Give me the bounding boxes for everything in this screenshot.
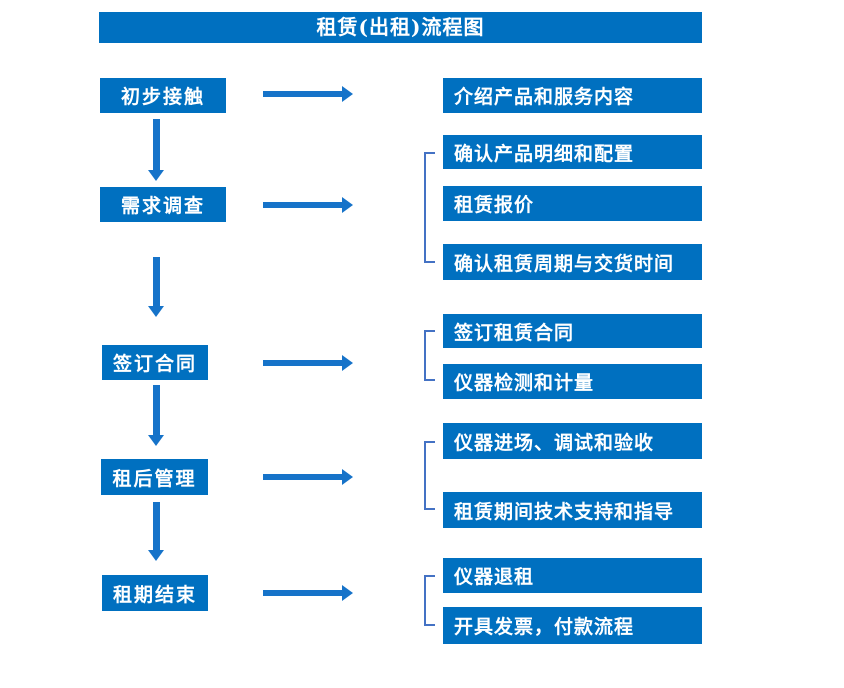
arrow-head (148, 435, 164, 446)
arrow-shaft (263, 590, 342, 596)
arrow-head (342, 469, 353, 485)
down-arrow-icon (148, 119, 165, 181)
detail-rental-tech-support-guidance: 租赁期间技术支持和指导 (443, 492, 702, 528)
right-arrow-icon (263, 355, 353, 371)
detail-confirm-rental-period-delivery: 确认租赁周期与交货时间 (443, 244, 702, 280)
arrow-head (342, 585, 353, 601)
arrow-head (148, 550, 164, 561)
right-arrow-icon (263, 469, 353, 485)
arrow-head (148, 306, 164, 317)
arrow-shaft (263, 474, 342, 480)
arrow-head (148, 170, 164, 181)
step-rental-end: 租期结束 (102, 575, 208, 611)
group-bracket (424, 441, 435, 510)
group-bracket (424, 152, 435, 263)
arrow-head (342, 86, 353, 102)
right-arrow-icon (263, 86, 353, 102)
down-arrow-icon (148, 257, 165, 317)
right-arrow-icon (263, 197, 353, 213)
detail-instrument-return: 仪器退租 (443, 558, 702, 593)
arrow-head (342, 355, 353, 371)
arrow-shaft (153, 502, 160, 551)
arrow-shaft (263, 202, 342, 208)
arrow-head (342, 197, 353, 213)
detail-introduce-products-services: 介绍产品和服务内容 (443, 78, 702, 113)
detail-sign-rental-contract: 签订租赁合同 (443, 314, 702, 348)
down-arrow-icon (148, 502, 165, 561)
arrow-shaft (263, 91, 342, 97)
detail-invoice-payment-process: 开具发票，付款流程 (443, 607, 702, 644)
detail-confirm-product-details-config: 确认产品明细和配置 (443, 135, 702, 169)
detail-rental-quotation: 租赁报价 (443, 186, 702, 221)
group-bracket (424, 575, 435, 626)
arrow-shaft (263, 360, 342, 366)
step-sign-contract: 签订合同 (102, 345, 208, 380)
step-demand-survey: 需求调查 (100, 187, 226, 222)
flowchart-title: 租赁(出租)流程图 (99, 12, 702, 43)
detail-instrument-arrival-debug-acceptance: 仪器进场、调试和验收 (443, 423, 702, 459)
down-arrow-icon (148, 385, 165, 446)
step-initial-contact: 初步接触 (100, 78, 226, 113)
step-post-rental-management: 租后管理 (101, 459, 208, 495)
arrow-shaft (153, 385, 160, 436)
arrow-shaft (153, 119, 160, 171)
right-arrow-icon (263, 585, 353, 601)
arrow-shaft (153, 257, 160, 307)
detail-instrument-inspection-calibration: 仪器检测和计量 (443, 364, 702, 399)
group-bracket (424, 330, 435, 381)
